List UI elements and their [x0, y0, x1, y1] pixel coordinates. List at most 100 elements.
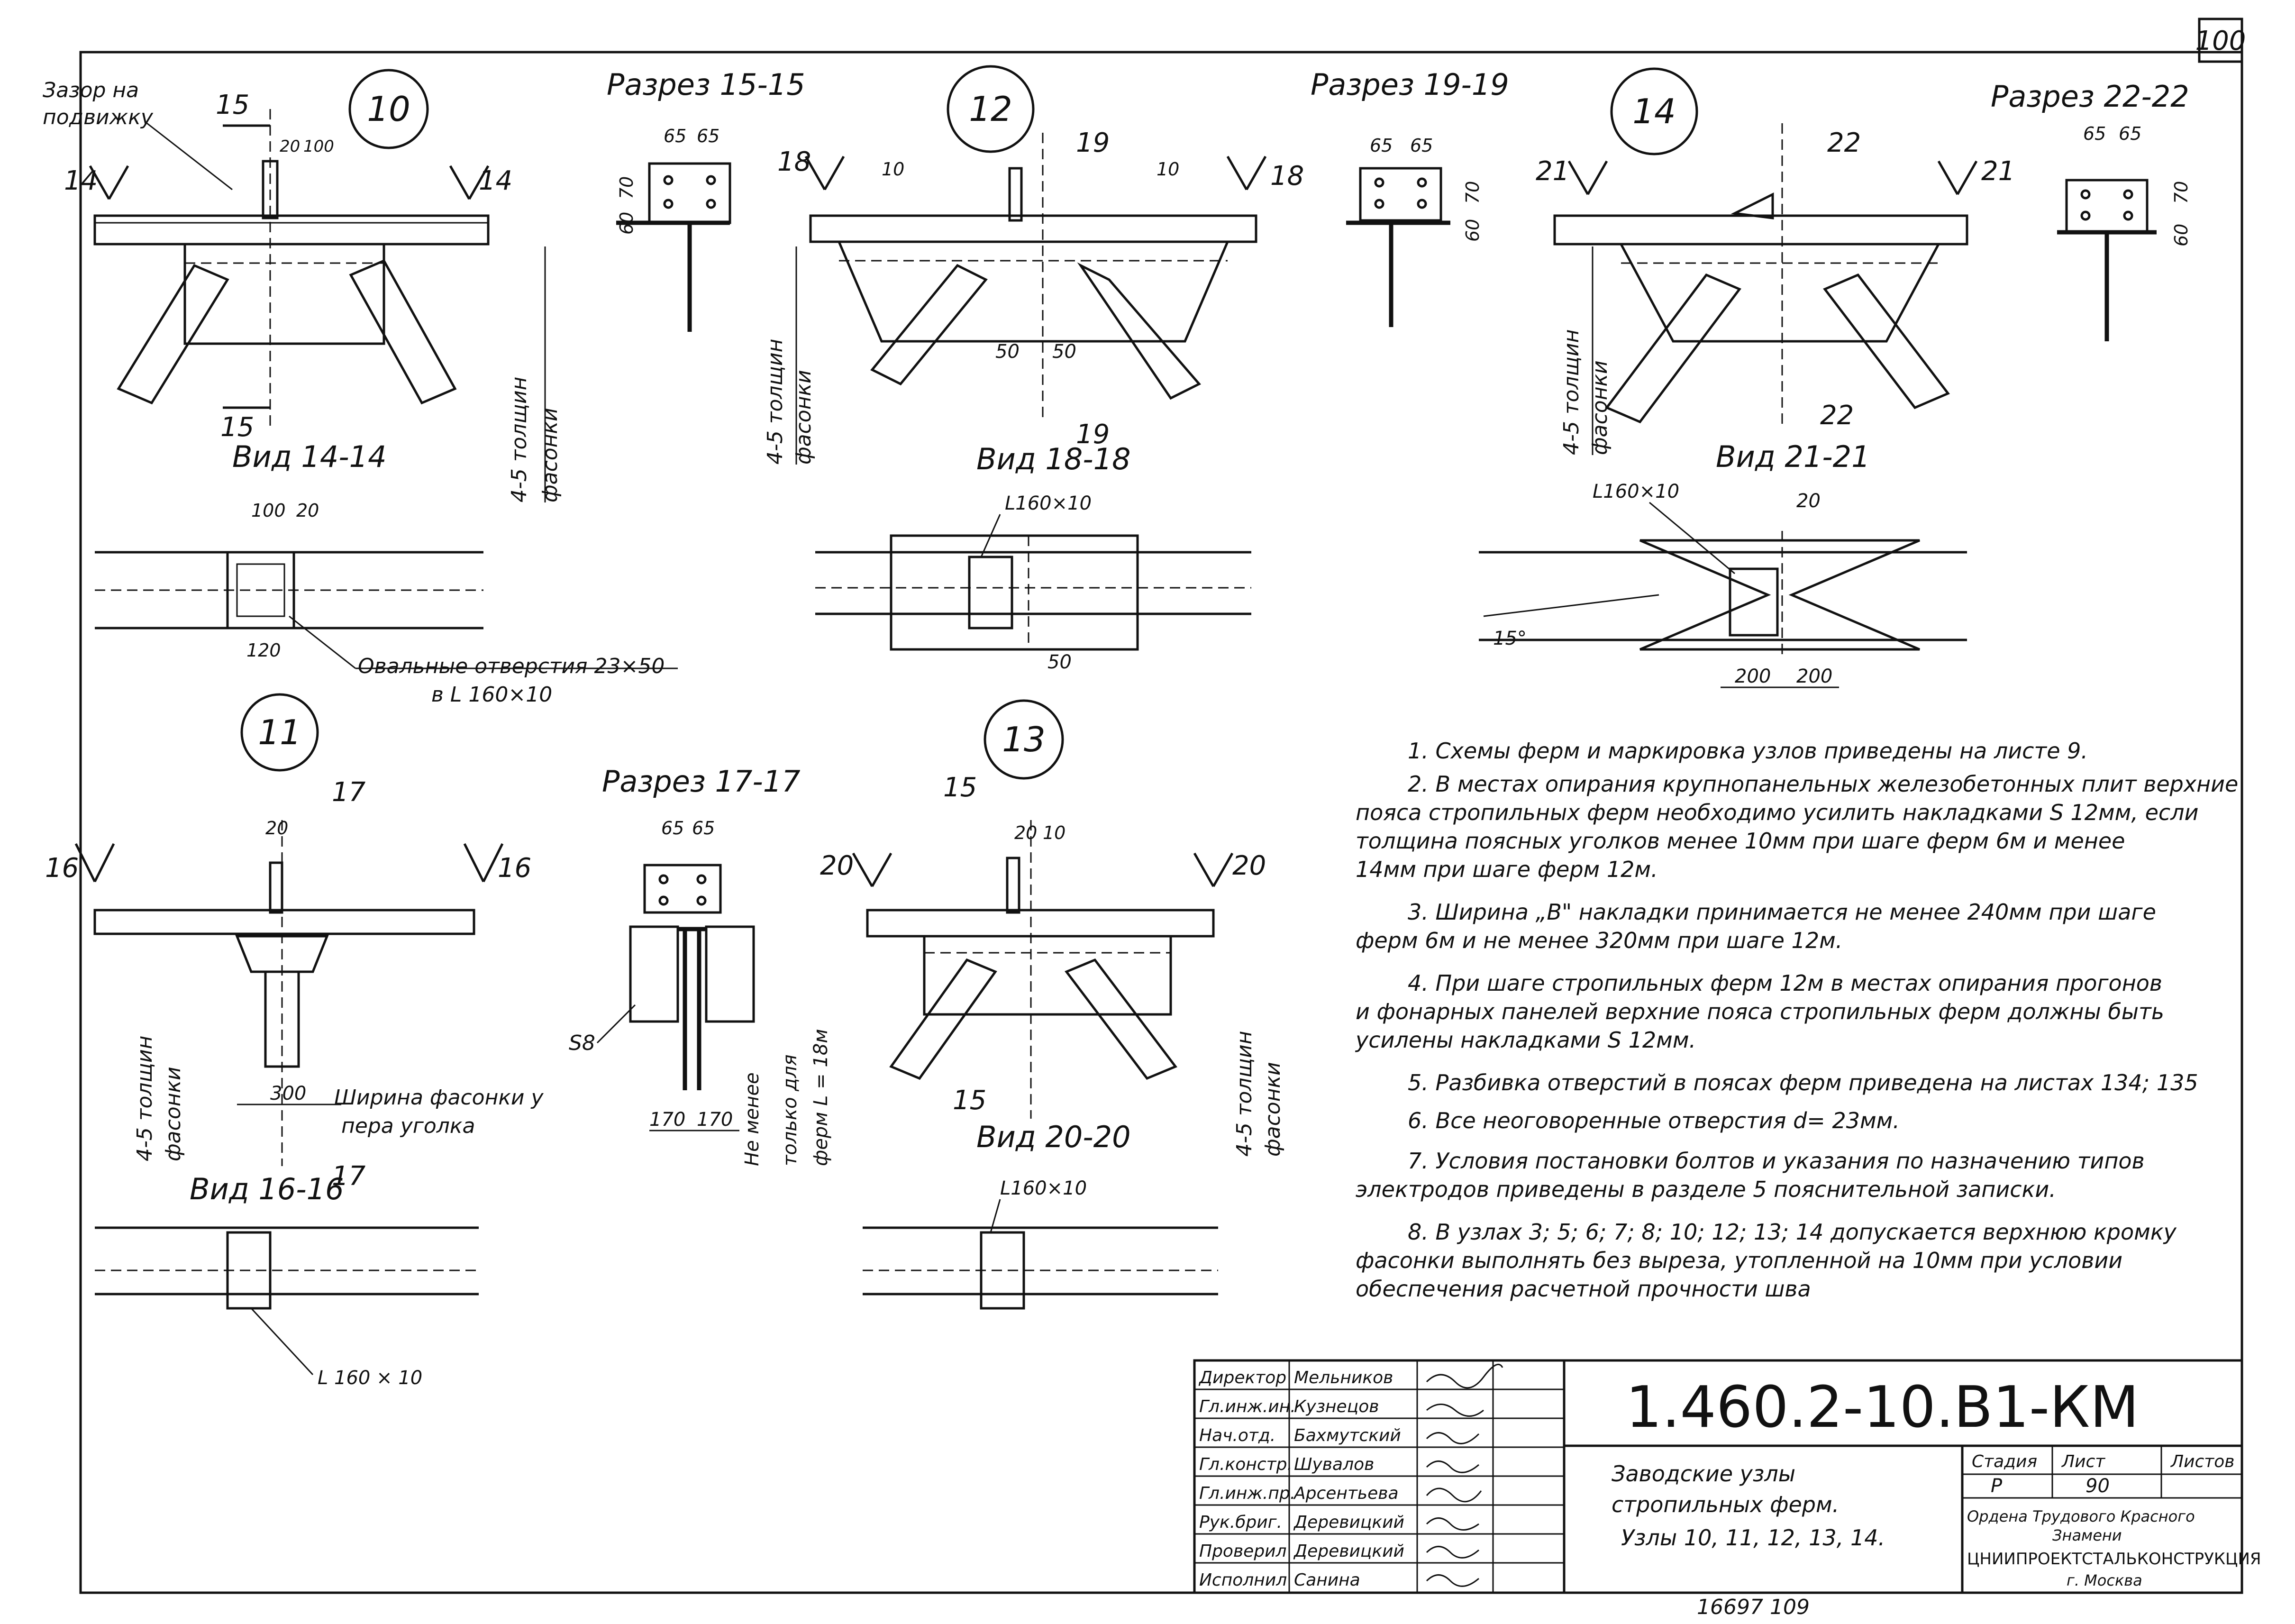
svg-text:19: 19: [1076, 128, 1110, 158]
section-22-22-title: Разрез 22-22: [1991, 79, 2189, 114]
note-line: 7. Условия постановки болтов и указания …: [1408, 1148, 2145, 1174]
svg-text:16: 16: [45, 853, 79, 884]
view-21-21-title: Вид 21-21: [1716, 439, 1870, 474]
staff-role: Проверил: [1199, 1542, 1287, 1561]
stage-value: Р: [1991, 1475, 2003, 1497]
node-11-marker: [240, 693, 319, 772]
node-12-marker: [947, 65, 1035, 153]
svg-text:14: 14: [1632, 91, 1676, 131]
staff-name: Деревицкий: [1293, 1513, 1404, 1532]
svg-text:65: 65: [664, 126, 686, 146]
note-line: 8. В узлах 3; 5; 6; 7; 8; 10; 12; 13; 14…: [1408, 1219, 2177, 1245]
staff-name: Шувалов: [1294, 1455, 1374, 1474]
org-line-4: г. Москва: [2067, 1571, 2142, 1589]
doc-title-line-2: стропильных ферм.: [1612, 1492, 1839, 1517]
svg-text:200: 200: [1735, 666, 1771, 687]
label-zazor: Зазор на: [43, 78, 139, 102]
node-10-number: 10: [367, 89, 410, 129]
view-18-18-title: Вид 18-18: [976, 442, 1131, 476]
note-line: 2. В местах опирания крупнопанельных жел…: [1408, 771, 2238, 797]
svg-text:100: 100: [251, 500, 286, 521]
sheet-value: 90: [2086, 1475, 2110, 1497]
note-line: электродов приведены в разделе 5 пояснит…: [1356, 1177, 2056, 1202]
section-17-17-title: Разрез 17-17: [602, 764, 801, 799]
label-gusset: фасонки: [538, 408, 562, 502]
view-16-16-title: Вид 16-16: [190, 1172, 344, 1206]
node-11-elevation: 11 17 17 20 16 16 300 Ширина фасонки у п…: [45, 693, 544, 1206]
node-14-elevation: 14 22 22 21 21 4-5 толщин фасонки Вид 21…: [1536, 67, 2015, 474]
svg-text:70: 70: [1462, 181, 1483, 204]
node-13-marker: [984, 699, 1064, 780]
title-block: Директор Мельников Гл.инж.ин. Кузнецов Н…: [1193, 1359, 2261, 1594]
svg-text:20: 20: [1014, 822, 1037, 843]
svg-text:18: 18: [777, 146, 811, 177]
document-code: 1.460.2-10.В1-КМ: [1626, 1375, 2139, 1441]
staff-role: Рук.бриг.: [1199, 1513, 1282, 1532]
svg-text:11: 11: [258, 712, 301, 752]
view-21-21-plan: L160×10 20 15° 200 200: [1479, 481, 1967, 688]
node-14-marker: [1610, 67, 1698, 155]
note-line: 14мм при шаге ферм 12м.: [1356, 857, 1658, 882]
note-line: и фонарных панелей верхние пояса стропил…: [1356, 999, 2164, 1024]
view-18-18-plan: L160×10 50: [815, 493, 1251, 673]
svg-text:70: 70: [616, 176, 637, 199]
staff-name: Деревицкий: [1293, 1542, 1404, 1561]
svg-text:4-5 толщин: 4-5 толщин: [763, 339, 787, 465]
staff-role: Нач.отд.: [1199, 1426, 1275, 1445]
org-line-2: Знамени: [2052, 1526, 2122, 1544]
svg-text:фасонки: фасонки: [1261, 1062, 1285, 1157]
label-gusset-width-2: пера уголка: [341, 1114, 475, 1138]
signatures: [1426, 1363, 1503, 1587]
staff-name: Арсентьева: [1293, 1484, 1399, 1503]
svg-text:22: 22: [1827, 128, 1861, 158]
svg-text:только для: только для: [779, 1054, 801, 1166]
view-14-14-plan: 100 20 120 Овальные отверстия 23×50 в L …: [95, 500, 678, 707]
note-line: толщина поясных уголков менее 10мм при ш…: [1356, 828, 2125, 854]
page-number: 100: [2195, 26, 2246, 56]
section-19-19-title: Разрез 19-19: [1311, 67, 1509, 102]
label-oval-angle: в L 160×10: [431, 683, 552, 707]
svg-text:16: 16: [498, 853, 531, 884]
svg-text:65: 65: [697, 126, 719, 146]
svg-text:60: 60: [616, 212, 637, 235]
svg-text:4-5 толщин: 4-5 толщин: [133, 1036, 157, 1161]
svg-text:60: 60: [1462, 219, 1483, 242]
note-line: обеспечения расчетной прочности шва: [1356, 1276, 1811, 1302]
node-10-elevation: 10 Зазор на подвижку 14 14 15 15 20 100 …: [43, 69, 562, 502]
note-line: 1. Схемы ферм и маркировка узлов приведе…: [1408, 738, 2088, 764]
svg-text:ферм L = 18м: ферм L = 18м: [810, 1029, 832, 1166]
label-gusset-width-1: Ширина фасонки у: [334, 1086, 544, 1110]
doc-title-line-1: Заводские узлы: [1612, 1461, 1795, 1487]
svg-text:170: 170: [649, 1109, 685, 1131]
svg-text:65: 65: [692, 818, 715, 839]
sheets-label: Листов: [2170, 1452, 2234, 1471]
svg-text:фасонки: фасонки: [161, 1067, 185, 1161]
svg-text:19: 19: [1076, 419, 1110, 450]
stage-label: Стадия: [1972, 1452, 2037, 1471]
svg-text:20: 20: [1232, 850, 1266, 881]
svg-text:14: 14: [479, 165, 512, 196]
label-4-5-thickness: 4-5 толщин: [507, 377, 531, 502]
svg-text:65: 65: [1410, 135, 1433, 156]
svg-text:17: 17: [332, 1161, 366, 1192]
note-line: 6. Все неоговоренные отверстия d= 23мм.: [1408, 1108, 1900, 1133]
staff-name: Санина: [1294, 1570, 1360, 1590]
svg-text:18: 18: [1270, 161, 1304, 192]
section-15-15: Разрез 15-15 65 65 70 60: [607, 67, 805, 332]
org-line-3: ЦНИИПРОЕКТСТАЛЬКОНСТРУКЦИЯ: [1967, 1550, 2261, 1569]
label-oval-holes: Овальные отверстия 23×50: [358, 654, 665, 678]
svg-text:10: 10: [1043, 822, 1066, 843]
view-16-16-plan: L 160 × 10: [95, 1226, 479, 1389]
general-notes: 1. Схемы ферм и маркировка узлов приведе…: [1355, 738, 2238, 1302]
label-angle-20: L160×10: [1000, 1177, 1087, 1199]
svg-text:15: 15: [943, 772, 977, 803]
note-line: фасонки выполнять без выреза, утопленной…: [1356, 1248, 2122, 1273]
svg-text:65: 65: [1370, 135, 1393, 156]
svg-text:65: 65: [2083, 123, 2106, 144]
staff-role: Директор: [1198, 1368, 1286, 1387]
node-13-elevation: 13 15 15 20 10 20 20 4-5 толщин фасонки …: [820, 699, 1285, 1157]
svg-text:10: 10: [1157, 159, 1179, 180]
note-line: ферм 6м и не менее 320мм при шаге 12м.: [1356, 928, 1842, 953]
staff-role: Гл.констр.: [1199, 1455, 1293, 1474]
